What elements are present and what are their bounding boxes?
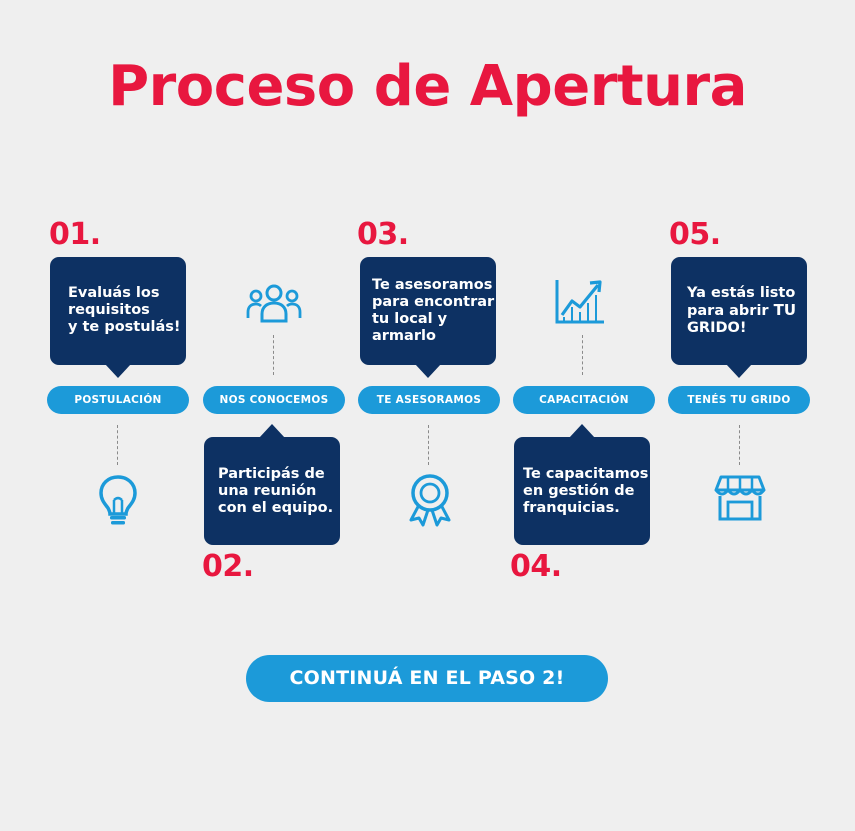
step-label-tenes-tu-grido: TENÉS TU GRIDO xyxy=(668,386,810,414)
connector-line xyxy=(739,425,740,465)
page-title: Proceso de Apertura xyxy=(108,54,747,119)
connector-line xyxy=(273,335,274,375)
step-number-03: 03. xyxy=(357,217,409,252)
step-label-nos-conocemos: NOS CONOCEMOS xyxy=(203,386,345,414)
step-02-description: Participás de una reunión con el equipo. xyxy=(204,424,340,545)
step-label-capacitacion: CAPACITACIÓN xyxy=(513,386,655,414)
step-number-02: 02. xyxy=(202,549,254,584)
step-04-description: Te capacitamos en gestión de franquicias… xyxy=(514,424,650,545)
storefront-icon xyxy=(714,475,766,521)
people-group-icon xyxy=(246,284,302,323)
growth-chart-icon xyxy=(555,280,604,324)
connector-line xyxy=(117,425,118,465)
step-number-05: 05. xyxy=(669,217,721,252)
connector-line xyxy=(582,335,583,375)
step-number-01: 01. xyxy=(49,217,101,252)
step-label-te-asesoramos: TE ASESORAMOS xyxy=(358,386,500,414)
lightbulb-icon xyxy=(99,475,137,525)
step-01-description: Evaluás los requisitos y te postulás! xyxy=(50,257,186,378)
step-05-description: Ya estás listo para abrir TU GRIDO! xyxy=(671,257,807,378)
continue-step-2-button[interactable]: CONTINUÁ EN EL PASO 2! xyxy=(246,655,608,702)
award-ribbon-icon xyxy=(409,474,451,527)
step-number-04: 04. xyxy=(510,549,562,584)
step-label-postulacion: POSTULACIÓN xyxy=(47,386,189,414)
connector-line xyxy=(428,425,429,465)
step-03-description: Te asesoramos para encontrar tu local y … xyxy=(360,257,496,378)
